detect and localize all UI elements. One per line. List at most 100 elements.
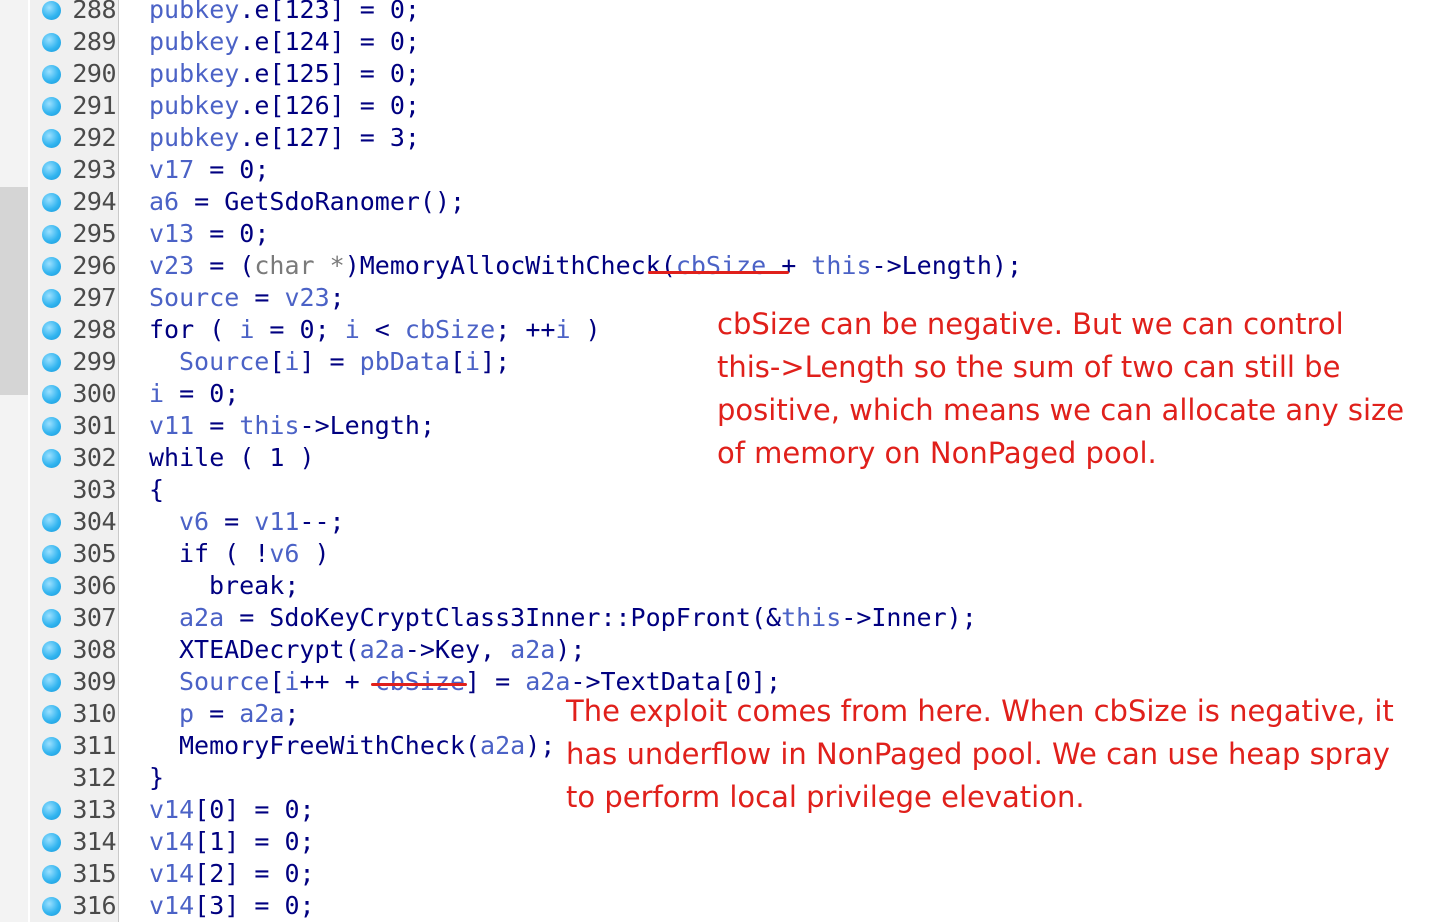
breakpoint-dot-icon[interactable]	[42, 321, 61, 340]
breakpoint-dot-icon[interactable]	[42, 545, 61, 564]
cbsize-index-underline	[371, 683, 467, 686]
code-token: [3] = 0;	[194, 891, 315, 920]
code-token: pubkey	[149, 91, 240, 120]
breakpoint-dot-icon[interactable]	[42, 833, 61, 852]
code-token: ] =	[299, 347, 360, 376]
line-number: 296	[72, 251, 116, 280]
breakpoint-dot-icon[interactable]	[42, 33, 61, 52]
code-text: v14[0] = 0;	[149, 794, 315, 826]
code-token: a2a	[359, 635, 405, 664]
code-token: ->Key,	[404, 635, 511, 664]
code-token: this	[781, 603, 842, 632]
code-token: i	[149, 379, 165, 408]
code-line[interactable]: 313 v14[0] = 0;	[0, 794, 1448, 826]
code-line[interactable]: 303{	[0, 474, 1448, 506]
breakpoint-dot-icon[interactable]	[42, 865, 61, 884]
breakpoint-dot-icon[interactable]	[42, 449, 61, 468]
breakpoint-dot-icon[interactable]	[42, 225, 61, 244]
vertical-scrollbar[interactable]	[0, 0, 28, 922]
breakpoint-dot-icon[interactable]	[42, 801, 61, 820]
code-token: v23	[284, 283, 330, 312]
breakpoint-dot-icon[interactable]	[42, 289, 61, 308]
breakpoint-dot-icon[interactable]	[42, 577, 61, 596]
code-text: Source[i] = pbData[i];	[179, 346, 510, 378]
code-token: pubkey	[149, 0, 240, 24]
breakpoint-dot-icon[interactable]	[42, 129, 61, 148]
breakpoint-dot-icon[interactable]	[42, 609, 61, 628]
breakpoint-dot-icon[interactable]	[42, 417, 61, 436]
code-token: ;	[284, 699, 300, 728]
code-token: .e[123] = 0;	[239, 0, 420, 24]
code-token: v23	[149, 251, 195, 280]
breakpoint-dot-icon[interactable]	[42, 385, 61, 404]
code-token: cbSize	[374, 667, 466, 696]
breakpoint-dot-icon[interactable]	[42, 353, 61, 372]
line-number: 313	[72, 795, 116, 824]
breakpoint-dot-icon[interactable]	[42, 737, 61, 756]
breakpoint-dot-icon[interactable]	[42, 1, 61, 20]
scrollbar-thumb[interactable]	[0, 187, 28, 395]
breakpoint-dot-icon[interactable]	[42, 897, 61, 916]
code-token: --;	[299, 507, 345, 536]
code-token: ->TextData[0];	[570, 667, 782, 696]
code-line[interactable]: 312}	[0, 762, 1448, 794]
code-text: v13 = 0;	[149, 218, 269, 250]
code-token: ];	[480, 347, 511, 376]
line-number: 312	[72, 763, 116, 792]
code-token: ++ +	[299, 667, 375, 696]
code-token: )MemoryAllocWithCheck(	[344, 251, 676, 280]
code-text: if ( !v6 )	[179, 538, 330, 570]
code-token: Source	[179, 667, 270, 696]
code-token: this	[239, 411, 300, 440]
code-token: pubkey	[149, 123, 240, 152]
breakpoint-dot-icon[interactable]	[42, 161, 61, 180]
breakpoint-dot-icon[interactable]	[42, 513, 61, 532]
code-token: v14	[149, 891, 195, 920]
breakpoint-dot-icon[interactable]	[42, 641, 61, 660]
line-number: 300	[72, 379, 116, 408]
code-token: ->Length);	[871, 251, 1023, 280]
code-token: .e[124] = 0;	[239, 27, 420, 56]
code-token: pbData	[359, 347, 450, 376]
breakpoint-dot-icon[interactable]	[42, 673, 61, 692]
code-token: = 0;	[194, 155, 270, 184]
breakpoint-dot-icon[interactable]	[42, 65, 61, 84]
breakpoint-dot-icon[interactable]	[42, 257, 61, 276]
code-token: v14	[149, 827, 195, 856]
breakpoint-dot-icon[interactable]	[42, 705, 61, 724]
code-token: [	[449, 347, 466, 376]
breakpoint-dot-icon[interactable]	[42, 193, 61, 212]
code-token: a2a	[239, 699, 285, 728]
breakpoint-dot-icon[interactable]	[42, 97, 61, 116]
code-token: [	[269, 347, 285, 376]
code-text: }	[149, 762, 164, 794]
code-token: = (	[194, 251, 255, 280]
code-token: .e[126] = 0;	[239, 91, 420, 120]
